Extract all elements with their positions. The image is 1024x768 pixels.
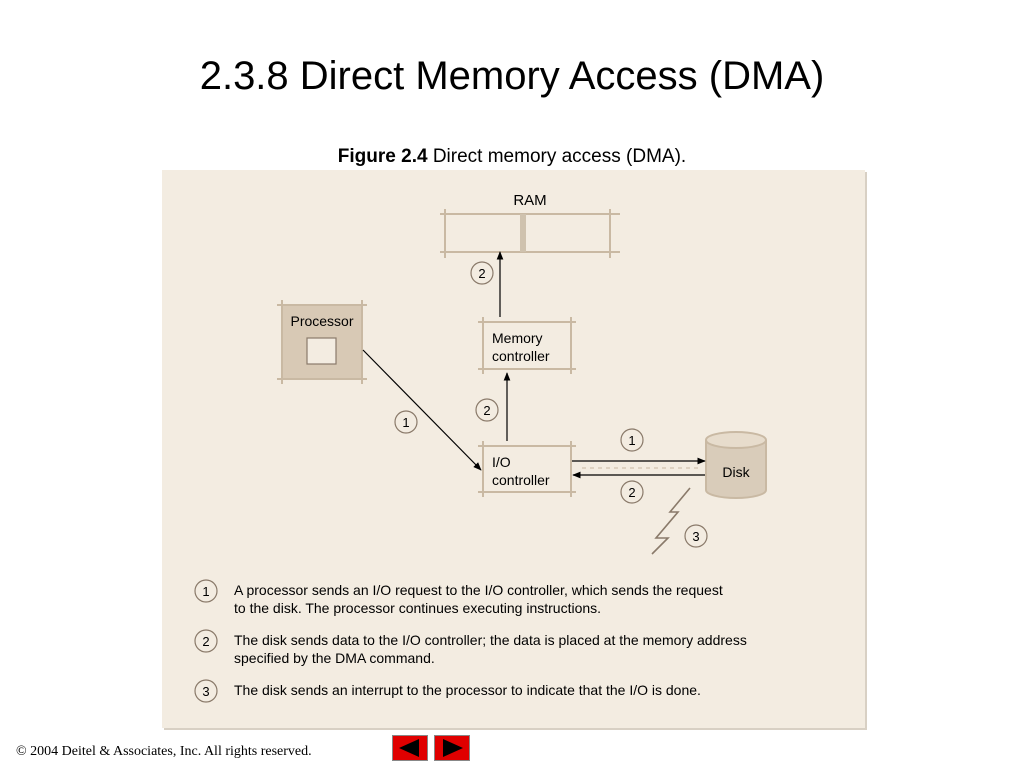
legend-item-2: 2 The disk sends data to the I/O control… <box>194 629 747 666</box>
svg-text:2: 2 <box>202 634 209 649</box>
svg-text:2: 2 <box>628 485 635 500</box>
step-marker-ram-arrow: 2 <box>470 261 494 285</box>
figure-caption-text: Direct memory access (DMA). <box>427 146 687 167</box>
lightning-bolt-icon <box>651 487 691 555</box>
legend-item-1: 1 A processor sends an I/O request to th… <box>194 579 723 616</box>
figure-caption-label: Figure 2.4 <box>337 146 428 167</box>
processor-label: Processor <box>290 313 353 329</box>
next-slide-button[interactable] <box>434 735 470 761</box>
dma-figure-panel: RAM Memory controller Processor <box>162 170 865 728</box>
step-marker-disk-request: 1 <box>620 428 644 452</box>
memory-controller: Memory controller <box>478 317 576 374</box>
previous-slide-button[interactable] <box>392 735 428 761</box>
triangle-right-icon <box>443 739 463 757</box>
svg-text:1: 1 <box>402 415 409 430</box>
svg-text:2: 2 <box>483 403 490 418</box>
io-controller: I/O controller <box>478 441 576 497</box>
svg-text:2: 2 <box>478 266 485 281</box>
step-marker-processor-arrow: 1 <box>394 410 418 434</box>
memory-controller-label-line1: Memory <box>492 330 543 346</box>
disk: Disk <box>705 431 767 499</box>
disk-label: Disk <box>722 464 750 480</box>
step-marker-mc-arrow: 2 <box>475 398 499 422</box>
legend-item-3: 3 The disk sends an interrupt to the pro… <box>194 679 701 703</box>
svg-text:3: 3 <box>202 684 209 699</box>
legend-text-3-line1: The disk sends an interrupt to the proce… <box>234 682 701 698</box>
ram-label: RAM <box>513 192 546 209</box>
figure-caption: Figure 2.4 Direct memory access (DMA). <box>0 145 1024 169</box>
io-controller-label-line2: controller <box>492 472 550 488</box>
svg-text:1: 1 <box>202 584 209 599</box>
step-marker-disk-data: 2 <box>620 480 644 504</box>
slide-title: 2.3.8 Direct Memory Access (DMA) <box>199 54 825 98</box>
dma-diagram: RAM Memory controller Processor <box>194 192 767 703</box>
processor-chip-icon <box>306 337 337 365</box>
arrow-processor-to-io <box>362 349 482 471</box>
copyright-footer: © 2004 Deitel & Associates, Inc. All rig… <box>16 744 312 759</box>
triangle-left-icon <box>399 739 419 757</box>
svg-text:3: 3 <box>692 529 699 544</box>
processor: Processor <box>277 300 367 384</box>
io-controller-label-line1: I/O <box>492 454 511 470</box>
ram: RAM <box>440 192 620 258</box>
legend-text-1-line2: to the disk. The processor continues exe… <box>234 600 601 616</box>
legend-text-1-line1: A processor sends an I/O request to the … <box>234 582 723 598</box>
legend-text-2-line2: specified by the DMA command. <box>234 650 435 666</box>
legend-text-2-line1: The disk sends data to the I/O controlle… <box>234 632 747 648</box>
memory-controller-label-line2: controller <box>492 348 550 364</box>
step-marker-interrupt: 3 <box>684 524 708 548</box>
svg-text:1: 1 <box>628 433 635 448</box>
